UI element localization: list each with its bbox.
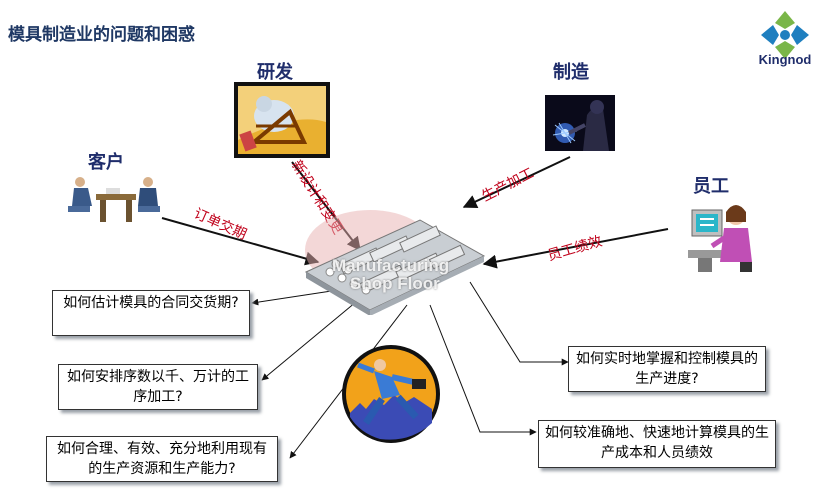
question-cost-performance: 如何较准确地、快速地计算模具的生产成本和人员绩效 xyxy=(538,420,776,468)
logo-wordmark: Kingnod xyxy=(758,52,812,67)
role-customer-label: 客户 xyxy=(88,152,124,173)
role-employee-label: 员工 xyxy=(693,176,729,197)
arrow-employee xyxy=(482,228,669,269)
employee-computer-image xyxy=(688,205,752,272)
role-research-label: 研发 xyxy=(257,62,293,83)
question-resource-utilization: 如何合理、有效、充分地利用现有的生产资源和生产能力? xyxy=(46,436,278,482)
shop-floor-line1: Manufacturing xyxy=(332,256,450,275)
question-process-scheduling: 如何安排序数以千、万计的工序加工? xyxy=(58,364,258,410)
line-q1 xyxy=(251,289,339,306)
role-manufacturing-label: 制造 xyxy=(553,62,589,83)
arrow-customer xyxy=(161,217,320,266)
shop-floor-image xyxy=(304,210,486,315)
page-title: 模具制造业的问题和困惑 xyxy=(8,25,195,45)
customer-meeting-image xyxy=(68,177,160,222)
research-engineer-image xyxy=(234,82,330,158)
kingnod-logo-icon xyxy=(761,11,809,59)
line-q5 xyxy=(429,304,537,436)
running-businessman-image xyxy=(342,345,440,443)
arrow-manufacturing xyxy=(462,156,571,208)
welder-image xyxy=(545,95,615,151)
shop-floor-line2: Shop Floor xyxy=(350,274,440,293)
line-q4 xyxy=(469,281,569,366)
question-progress-control: 如何实时地掌握和控制模具的生产进度? xyxy=(568,346,766,392)
question-delivery-estimate: 如何估计模具的合同交货期? xyxy=(52,290,250,336)
line-q2 xyxy=(261,291,369,381)
